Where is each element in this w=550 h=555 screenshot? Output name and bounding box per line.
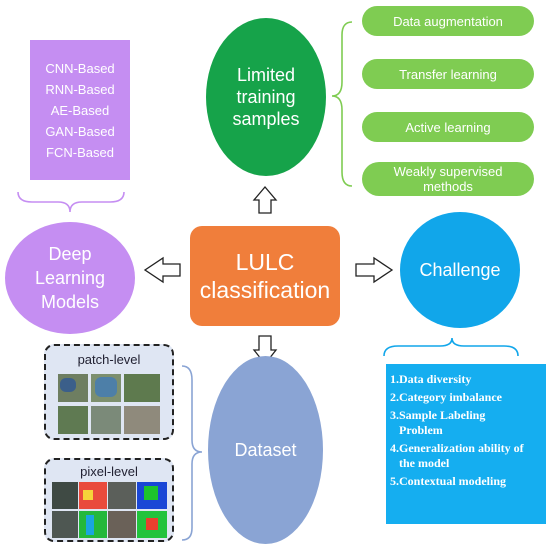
- challenge-list-panel: 1. Data diversity 2. Category imbalance …: [386, 364, 546, 524]
- patch-level-label: patch-level: [77, 352, 141, 367]
- challenge-num: 5.: [390, 474, 399, 488]
- pixel-mask-segment: [86, 515, 94, 535]
- technique-label: Data augmentation: [393, 13, 503, 29]
- deep-line-2: Learning: [34, 268, 106, 288]
- model-item: AE-Based: [50, 102, 110, 118]
- limited-training-samples-node: Limited training samples: [206, 18, 326, 176]
- pixel-level-label: pixel-level: [80, 464, 138, 479]
- challenge-item: 2. Category imbalance: [390, 390, 546, 405]
- technique-label: Weakly supervised: [393, 164, 503, 179]
- challenge-item: 1. Data diversity: [390, 372, 546, 387]
- model-item: CNN-Based: [45, 60, 115, 76]
- technique-label-line-2: methods: [423, 179, 473, 194]
- model-list-panel: CNN-Based RNN-Based AE-Based GAN-Based F…: [30, 40, 130, 180]
- limited-line-2: training: [236, 87, 296, 107]
- pixel-image: [108, 482, 136, 509]
- challenge-num: 1.: [390, 372, 399, 386]
- dataset-node: Dataset: [208, 356, 323, 544]
- models-brace: [17, 191, 125, 213]
- challenge-label: Challenge: [419, 259, 501, 280]
- arrow-right-icon: [355, 256, 394, 284]
- patch-image: [91, 406, 121, 434]
- dataset-label: Dataset: [234, 439, 297, 460]
- arrow-left-icon: [143, 256, 181, 284]
- challenge-item: 3. Sample Labeling Problem: [390, 408, 510, 438]
- techniques-brace: [331, 21, 353, 187]
- pixel-mask-segment: [144, 486, 158, 500]
- challenge-num: 4.: [390, 441, 399, 455]
- challenge-brace: [383, 337, 519, 357]
- challenge-node: Challenge: [400, 212, 520, 328]
- challenge-text: Contextual modeling: [399, 474, 507, 488]
- pixel-image: [108, 511, 136, 538]
- model-item: FCN-Based: [46, 144, 114, 160]
- patch-image: [124, 374, 160, 402]
- technique-pill: Active learning: [362, 112, 534, 142]
- patch-image: [58, 406, 88, 434]
- model-item: GAN-Based: [45, 123, 115, 139]
- challenge-item: 4. Generalization ability of the model: [390, 441, 542, 471]
- pixel-image: [52, 511, 78, 538]
- dataset-brace: [181, 365, 203, 541]
- challenge-num: 3.: [390, 408, 399, 422]
- arrow-up-icon: [252, 185, 278, 214]
- challenge-text: Sample Labeling Problem: [399, 408, 486, 437]
- technique-label: Active learning: [405, 119, 491, 135]
- technique-label: Transfer learning: [399, 66, 497, 82]
- patch-level-panel: patch-level: [44, 344, 174, 440]
- patch-image-water: [60, 378, 76, 392]
- patch-image: [124, 406, 160, 434]
- deep-line-1: Deep: [48, 244, 92, 264]
- lulc-classification-node: LULC classification: [190, 226, 340, 326]
- technique-pill: Weakly supervised methods: [362, 162, 534, 196]
- challenge-item: 5. Contextual modeling: [390, 474, 546, 489]
- limited-line-1: Limited: [236, 65, 296, 85]
- technique-pill: Transfer learning: [362, 59, 534, 89]
- deep-line-3: Models: [40, 292, 100, 312]
- technique-pill: Data augmentation: [362, 6, 534, 36]
- limited-line-3: samples: [232, 109, 300, 129]
- pixel-level-panel: pixel-level: [44, 458, 174, 542]
- challenge-text: Generalization ability of the model: [399, 441, 524, 470]
- challenge-text: Category imbalance: [399, 390, 502, 404]
- pixel-image: [52, 482, 78, 509]
- pixel-mask-segment: [83, 490, 93, 500]
- challenge-num: 2.: [390, 390, 399, 404]
- patch-image-water: [95, 377, 117, 397]
- center-line-2: classification: [199, 277, 331, 303]
- center-line-1: LULC: [235, 249, 295, 275]
- pixel-mask-segment: [146, 518, 158, 530]
- deep-learning-models-node: Deep Learning Models: [5, 222, 135, 334]
- challenge-text: Data diversity: [399, 372, 472, 386]
- model-item: RNN-Based: [45, 81, 115, 97]
